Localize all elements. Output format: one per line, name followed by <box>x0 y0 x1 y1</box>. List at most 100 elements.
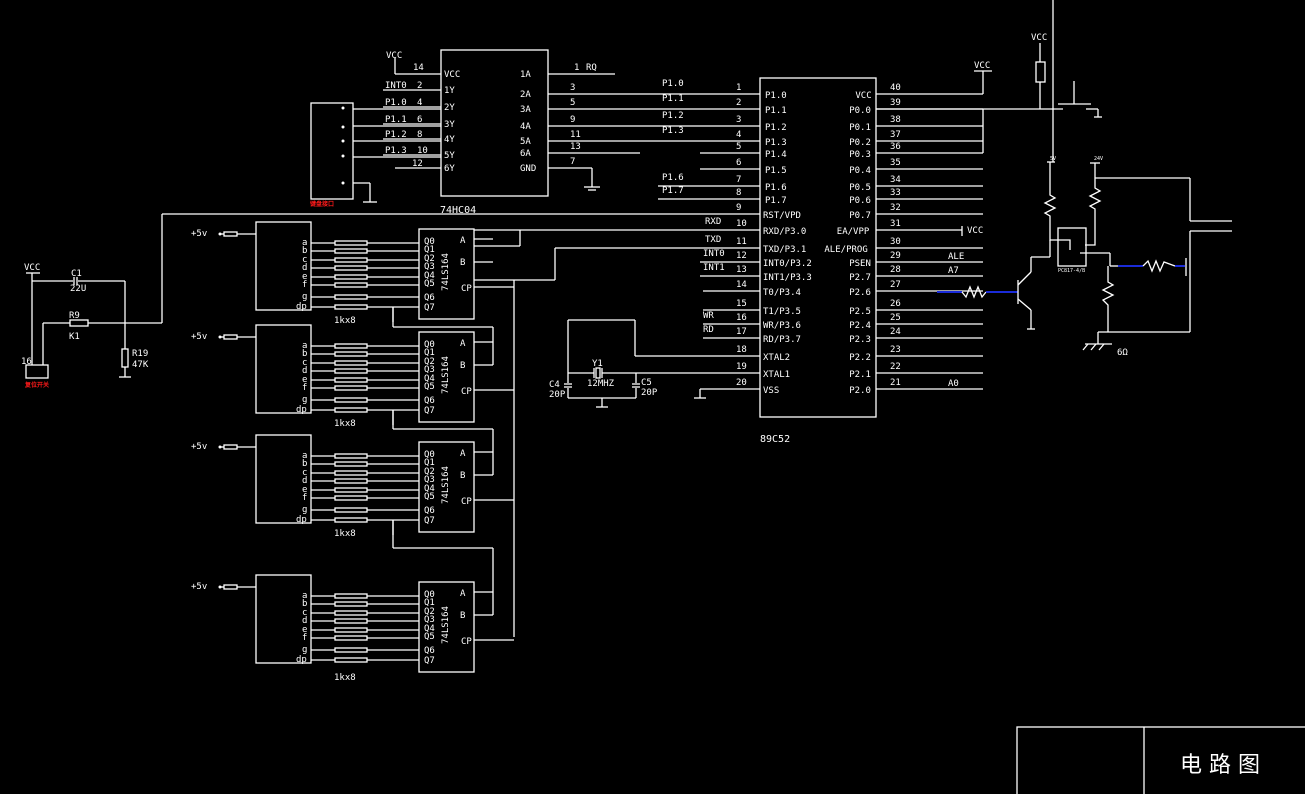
pin-number: 5 <box>570 98 575 108</box>
r9-label: R9 <box>69 311 80 321</box>
pin-name: P0.5 <box>849 183 871 193</box>
pin-name: P1.5 <box>765 166 787 176</box>
net-label: P1.3 <box>662 126 684 136</box>
q-pin-label: Q2 <box>424 357 435 367</box>
pin-name: P0.3 <box>849 150 871 160</box>
a-pin-label: A <box>460 339 466 349</box>
seven-seg-display <box>255 434 312 524</box>
pin-name: 4Y <box>444 135 455 145</box>
title-block: 电 路 图 <box>1016 726 1305 794</box>
pin-name: 2Y <box>444 103 455 113</box>
q-pin-label: Q5 <box>424 492 435 502</box>
pin-name: 1Y <box>444 86 455 96</box>
output-stage: VCC 5V 24V <box>876 0 1232 358</box>
net-label: ALE <box>948 252 964 262</box>
resistor <box>334 385 368 391</box>
q-pin-label: Q4 <box>424 271 435 281</box>
net-label: P1.2 <box>385 130 407 140</box>
pin-name: 5Y <box>444 151 455 161</box>
pin-number: 36 <box>890 142 901 152</box>
pin-number: 8 <box>736 188 741 198</box>
pin-name: P2.2 <box>849 353 871 363</box>
q-pin-label: Q6 <box>424 396 435 406</box>
segment-label: e <box>302 375 307 385</box>
pin-name: P2.4 <box>849 321 871 331</box>
pin-name: INT0/P3.2 <box>763 259 812 269</box>
resistor <box>334 461 368 467</box>
q-pin-label: Q4 <box>424 374 435 384</box>
resistor <box>334 495 368 501</box>
resistor <box>334 368 368 374</box>
q-pin-label: Q0 <box>424 590 435 600</box>
pin-number: 24 <box>890 327 901 337</box>
net-label: P1.0 <box>385 98 407 108</box>
net-label: RXD <box>705 217 721 227</box>
vcc-label: VCC <box>974 61 990 71</box>
pin-name: P2.3 <box>849 335 871 345</box>
pin-number: 18 <box>736 345 747 355</box>
k1-label: K1 <box>69 332 80 342</box>
q-pin-label: Q0 <box>424 237 435 247</box>
pin-number: 28 <box>890 265 901 275</box>
shift-register-74ls164 <box>418 441 475 533</box>
pin-name: ALE/PROG <box>824 245 867 255</box>
pin-number: 13 <box>570 142 581 152</box>
pin-name: RST/VPD <box>763 211 801 221</box>
shift-register-part-label: 74LS164 <box>441 466 451 504</box>
q-pin-label: Q5 <box>424 632 435 642</box>
resistor <box>334 377 368 383</box>
q-pin-label: Q3 <box>424 365 435 375</box>
segment-label: g <box>302 645 307 655</box>
pin-number: 25 <box>890 313 901 323</box>
net-label: P1.2 <box>662 111 684 121</box>
q-pin-label: Q1 <box>424 458 435 468</box>
shift-register-74ls164 <box>418 581 475 673</box>
resistor <box>334 282 368 288</box>
pin-number: 21 <box>890 378 901 388</box>
pin-name: VSS <box>763 386 779 396</box>
resistor <box>334 274 368 280</box>
net-label: RQ <box>586 63 597 73</box>
resistor <box>334 453 368 459</box>
c4-value: 20P <box>549 390 566 400</box>
q-pin-label: Q3 <box>424 262 435 272</box>
pin-number: 14 <box>413 63 424 73</box>
segment-label: a <box>302 591 307 601</box>
cp-pin-label: CP <box>461 637 472 647</box>
net-label: P1.1 <box>662 94 684 104</box>
q-pin-label: Q4 <box>424 484 435 494</box>
pin-name: 6Y <box>444 164 455 174</box>
q-pin-label: Q7 <box>424 406 435 416</box>
pin-name: VCC <box>444 70 460 80</box>
segment-label: g <box>302 395 307 405</box>
resistor-array-label: 1kx8 <box>334 316 356 326</box>
resistor <box>334 351 368 357</box>
segment-label: a <box>302 238 307 248</box>
resistor <box>334 304 368 310</box>
pin-number: 11 <box>736 237 747 247</box>
q-pin-label: Q1 <box>424 598 435 608</box>
resistor <box>334 397 368 403</box>
pin-name: XTAL1 <box>763 370 790 380</box>
pin-name: INT1/P3.3 <box>763 273 812 283</box>
resistor <box>334 470 368 476</box>
segment-label: b <box>302 459 307 469</box>
pin-number: 13 <box>736 265 747 275</box>
r19-label: R19 <box>132 349 148 359</box>
segment-label: g <box>302 292 307 302</box>
resistor <box>334 627 368 633</box>
pin-number: 10 <box>736 219 747 229</box>
pin-name: P1.7 <box>765 196 787 206</box>
q-pin-label: Q1 <box>424 348 435 358</box>
resistor <box>334 618 368 624</box>
net-label: P1.7 <box>662 186 684 196</box>
pin-number: 32 <box>890 203 901 213</box>
y1-label: Y1 <box>592 359 603 369</box>
pin-number: 9 <box>736 203 741 213</box>
pin-number: 26 <box>890 299 901 309</box>
pin-number: 16 <box>21 357 32 367</box>
reset-switch-label: 复位开关 <box>24 381 49 389</box>
pin-name: P0.2 <box>849 138 871 148</box>
pin-name: P0.6 <box>849 196 871 206</box>
